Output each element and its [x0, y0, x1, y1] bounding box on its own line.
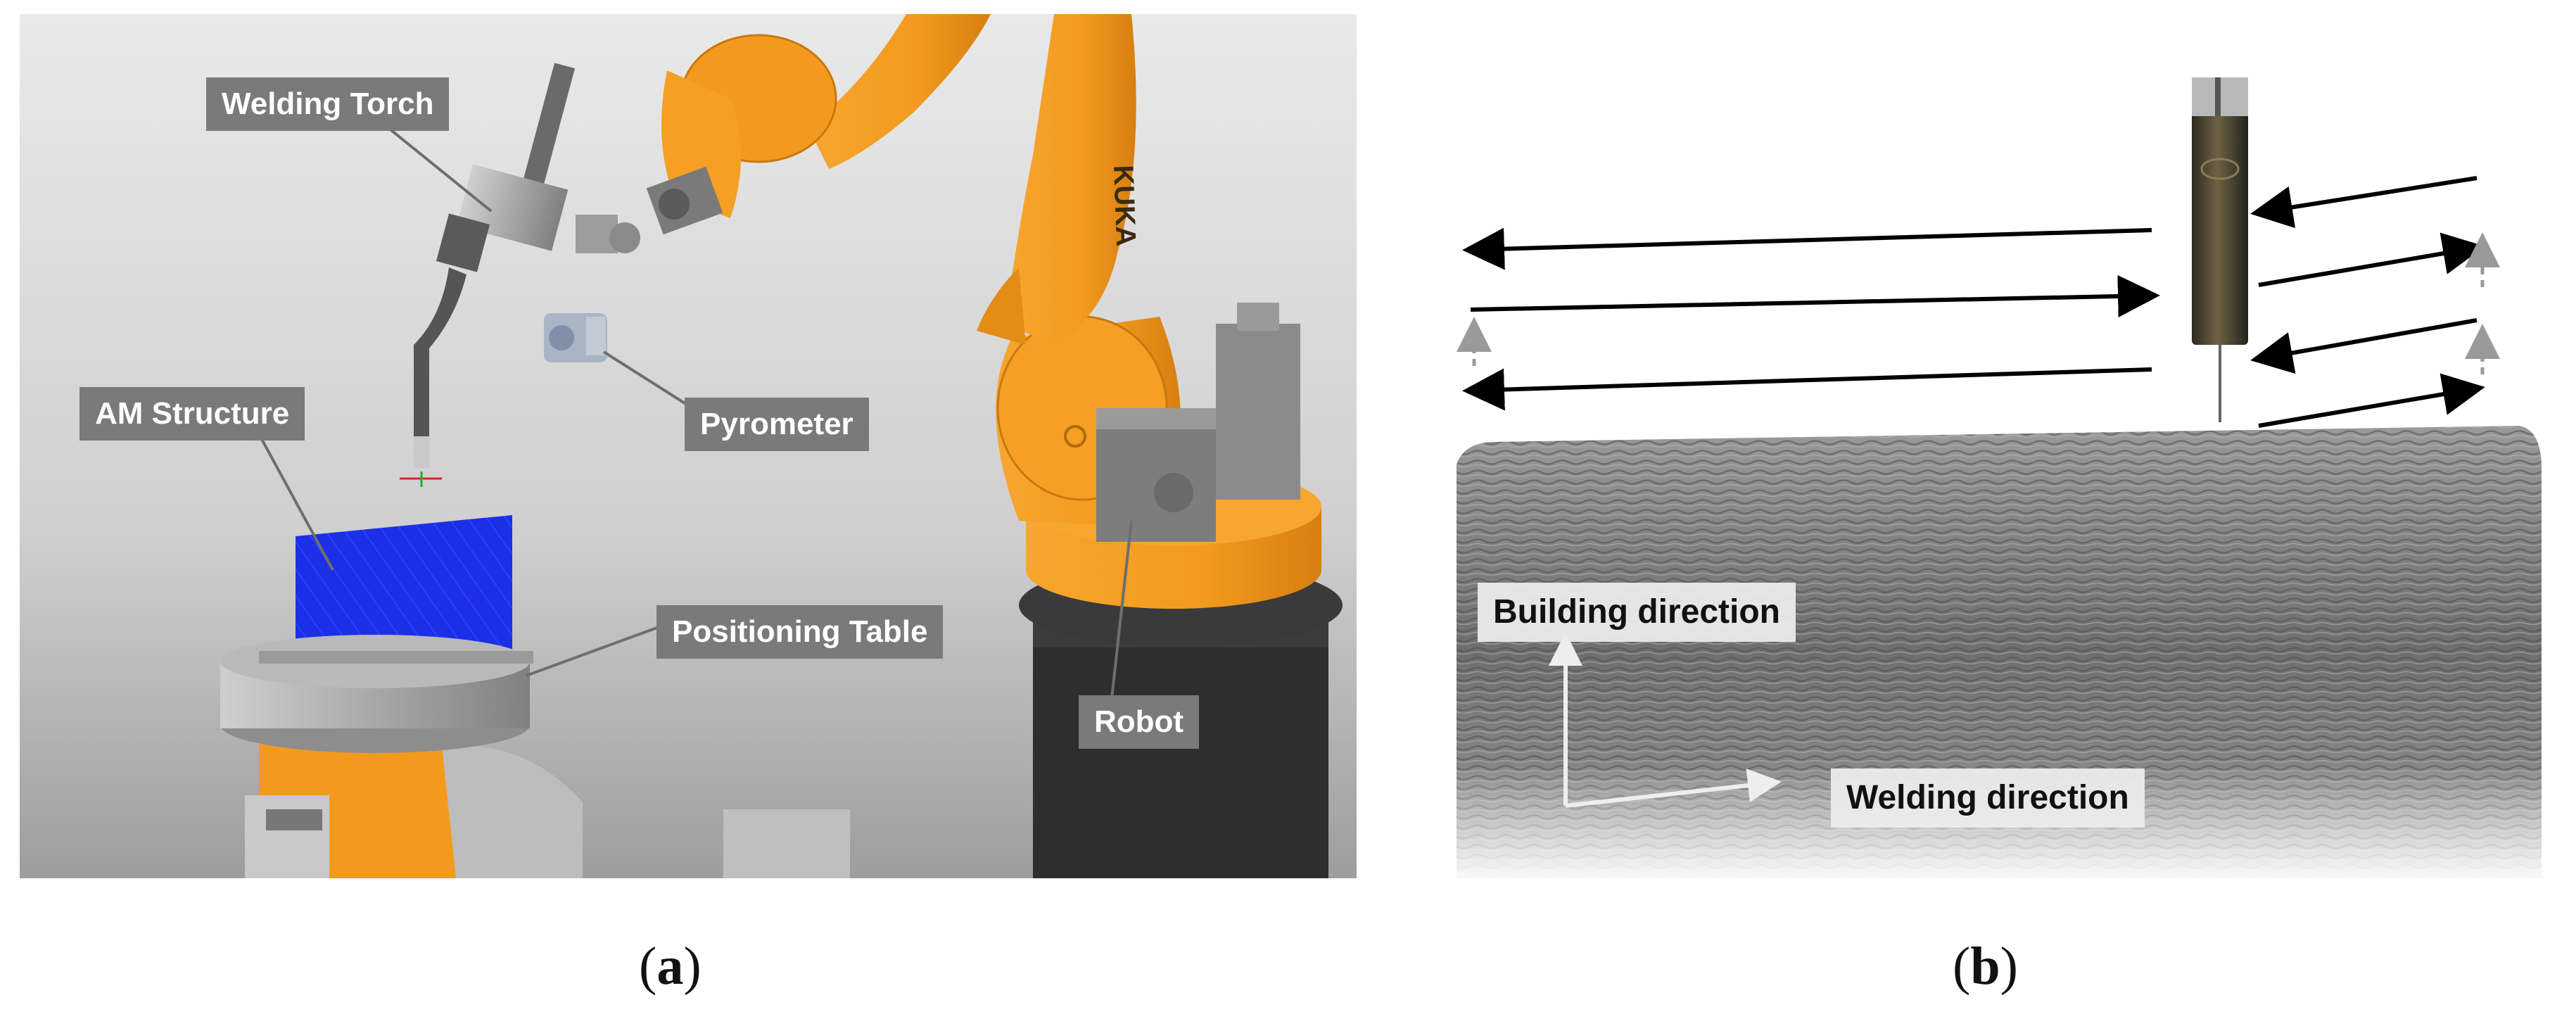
caption-a-letter: a	[656, 937, 684, 996]
direction-axes	[1549, 632, 1782, 808]
robot-wrist-motor	[1096, 408, 1216, 542]
panel-b-scene	[1442, 14, 2561, 878]
panel-a-scene: KUKA	[20, 14, 1357, 878]
label-building-direction: Building direction	[1478, 583, 1796, 642]
welding-nozzle	[2192, 77, 2248, 422]
robot-forearm	[646, 14, 991, 235]
positioning-table	[220, 635, 850, 878]
label-positioning-table: Positioning Table	[656, 605, 944, 659]
robot: KUKA	[977, 14, 1343, 878]
pyrometer	[544, 313, 607, 362]
robot-motor-box	[1216, 324, 1300, 500]
caption-a: (a)	[639, 937, 702, 996]
welding-torch	[400, 63, 640, 487]
robot-brand-text: KUKA	[1108, 165, 1141, 247]
robot-upper-arm	[1005, 14, 1136, 345]
am-structure	[296, 515, 512, 658]
caption-b: (b)	[1953, 937, 2018, 996]
label-robot: Robot	[1079, 695, 1200, 749]
panel-b-weld-wall: Building direction Welding direction	[1442, 14, 2561, 878]
robot-base-pedestal	[1033, 619, 1328, 878]
panel-a-robot-cell: KUKA	[20, 14, 1357, 878]
travel-path-arrows	[1462, 176, 2485, 428]
label-welding-direction: Welding direction	[1831, 768, 2145, 828]
weld-wall	[1457, 426, 2542, 878]
label-pyrometer: Pyrometer	[685, 398, 869, 451]
layer-step-arrows	[1457, 232, 2500, 374]
label-am-structure: AM Structure	[80, 387, 305, 441]
caption-b-letter: b	[1970, 937, 2000, 996]
label-welding-torch: Welding Torch	[206, 77, 450, 131]
